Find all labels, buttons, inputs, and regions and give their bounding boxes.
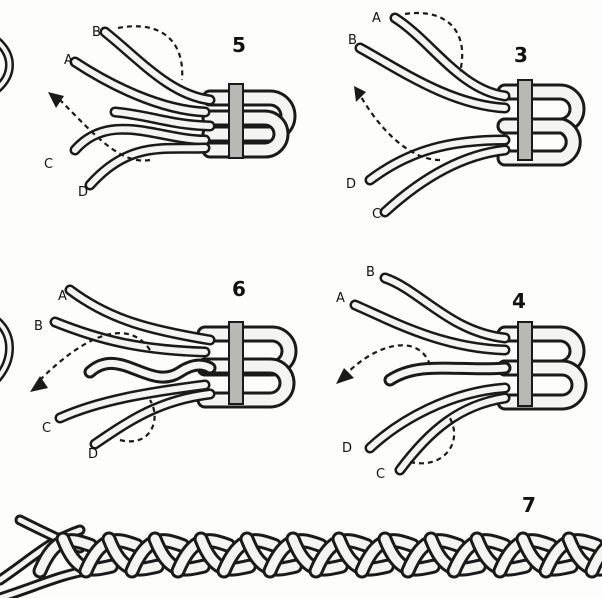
step-5-figure: 5 B A C D bbox=[44, 25, 288, 200]
step-4-arrowhead bbox=[336, 368, 354, 384]
step-5-binding-band bbox=[229, 84, 243, 158]
step-7-finished-braid bbox=[0, 520, 602, 598]
step-4-label-d: D bbox=[342, 441, 352, 456]
step-5-label-a: A bbox=[64, 53, 73, 68]
step-4-figure: 4 B A D C bbox=[336, 265, 579, 482]
step-3-label-b: B bbox=[348, 33, 357, 48]
step-5-label-b: B bbox=[92, 25, 101, 40]
step-4-label-b: B bbox=[366, 265, 375, 280]
step-6-number: 6 bbox=[232, 277, 246, 301]
step-3-arrowhead bbox=[354, 86, 366, 102]
step-3-strands bbox=[360, 18, 505, 212]
cropped-edge-fragments bbox=[0, 40, 10, 380]
step-5-strands bbox=[75, 32, 210, 185]
step-3-number: 3 bbox=[514, 43, 528, 67]
step-6-label-d: D bbox=[88, 447, 98, 462]
step-7-number: 7 bbox=[522, 493, 536, 517]
step-6-loops bbox=[205, 334, 289, 400]
step-4-binding-band bbox=[518, 322, 532, 406]
step-4-number: 4 bbox=[512, 289, 526, 313]
step-6-strands bbox=[55, 290, 210, 444]
step-3-loops bbox=[505, 92, 577, 158]
step-3-label-c: C bbox=[372, 207, 381, 222]
step-4-label-a: A bbox=[336, 291, 345, 306]
step-6-label-b: B bbox=[34, 319, 43, 334]
step-5-label-c: C bbox=[44, 157, 53, 172]
step-6-figure: 6 A B C D bbox=[30, 277, 289, 462]
step-4-loops bbox=[505, 334, 579, 402]
step-7-figure: 7 bbox=[0, 493, 602, 598]
step-3-binding-band bbox=[518, 80, 532, 160]
step-6-binding-band bbox=[229, 322, 243, 404]
step-3-label-a: A bbox=[372, 11, 381, 26]
step-6-label-a: A bbox=[58, 289, 67, 304]
step-4-label-c: C bbox=[376, 467, 385, 482]
step-4-strands bbox=[355, 278, 505, 470]
step-6-label-c: C bbox=[42, 421, 51, 436]
step-5-label-d: D bbox=[78, 185, 88, 200]
step-3-label-d: D bbox=[346, 177, 356, 192]
step-3-figure: 3 A B D C bbox=[346, 11, 577, 222]
step-6-arrowhead bbox=[30, 376, 48, 392]
step-5-number: 5 bbox=[232, 33, 246, 57]
step-5-arrowhead bbox=[48, 92, 64, 108]
step-5-loops bbox=[210, 98, 288, 150]
